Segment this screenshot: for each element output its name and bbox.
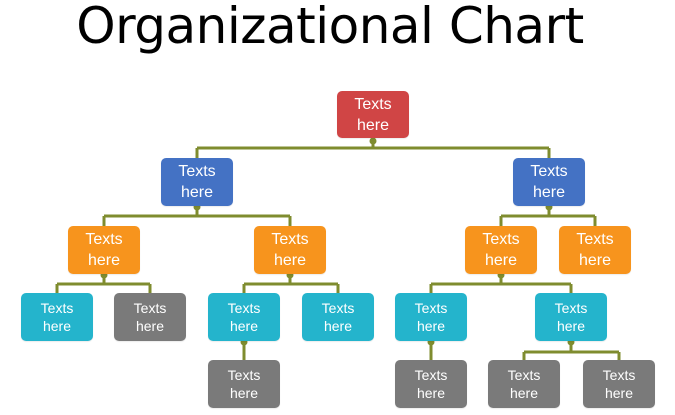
org-node-text: Texts here bbox=[414, 367, 448, 401]
org-node-level2-left: Texts here bbox=[161, 158, 233, 206]
org-node-text: Texts here bbox=[354, 95, 392, 134]
org-node-text: Texts here bbox=[530, 163, 568, 201]
org-node-text: Texts here bbox=[482, 231, 520, 269]
org-node-text: Texts here bbox=[602, 367, 636, 401]
org-node-text: Texts here bbox=[414, 300, 448, 334]
org-node-text: Texts here bbox=[271, 231, 309, 269]
org-node-text: Texts here bbox=[40, 300, 74, 334]
org-node-level3-1: Texts here bbox=[68, 226, 140, 274]
org-node-text: Texts here bbox=[576, 231, 614, 269]
org-node-level3-4: Texts here bbox=[559, 226, 631, 274]
org-node-level4-2: Texts here bbox=[114, 293, 186, 341]
org-node-root: Texts here bbox=[337, 91, 409, 138]
connector-dot-root bbox=[369, 137, 377, 145]
org-node-level3-3: Texts here bbox=[465, 226, 537, 274]
org-node-level2-right: Texts here bbox=[513, 158, 585, 206]
org-node-level4-3: Texts here bbox=[208, 293, 280, 341]
org-node-level3-2: Texts here bbox=[254, 226, 326, 274]
org-node-text: Texts here bbox=[178, 163, 216, 201]
org-node-level5-3: Texts here bbox=[488, 360, 560, 408]
org-node-text: Texts here bbox=[554, 300, 588, 334]
org-node-level4-6: Texts here bbox=[535, 293, 607, 341]
org-node-level4-1: Texts here bbox=[21, 293, 93, 341]
org-node-text: Texts here bbox=[85, 231, 123, 269]
org-node-level5-1: Texts here bbox=[208, 360, 280, 408]
org-node-text: Texts here bbox=[133, 300, 167, 334]
org-node-text: Texts here bbox=[507, 367, 541, 401]
org-node-level5-4: Texts here bbox=[583, 360, 655, 408]
org-node-text: Texts here bbox=[227, 367, 261, 401]
page-title: Organizational Chart bbox=[76, 0, 584, 55]
org-node-level5-2: Texts here bbox=[395, 360, 467, 408]
org-node-text: Texts here bbox=[321, 300, 355, 334]
org-node-level4-5: Texts here bbox=[395, 293, 467, 341]
org-node-level4-4: Texts here bbox=[302, 293, 374, 341]
org-node-text: Texts here bbox=[227, 300, 261, 334]
